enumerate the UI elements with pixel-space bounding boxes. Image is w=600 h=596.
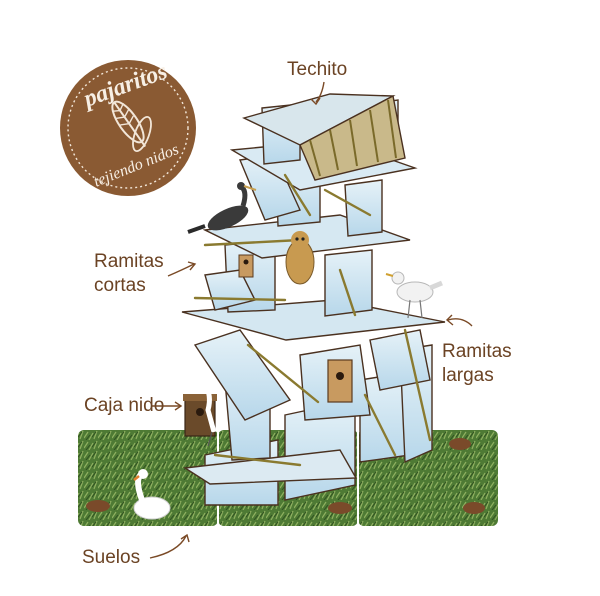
label-suelos: Suelos <box>82 547 141 568</box>
arrow-ramitas-largas <box>447 318 473 327</box>
arrow-ramitas-cortas <box>167 263 195 277</box>
arrow-techito <box>315 81 325 103</box>
egret-bird <box>385 271 443 319</box>
heron-bird <box>202 383 217 447</box>
label-ramitas-cortas: Ramitas cortas <box>94 251 164 296</box>
twigs <box>193 173 432 467</box>
owl-bird <box>285 231 315 285</box>
logo-badge: pajaritos tejiendo nidos <box>60 58 196 196</box>
feather-icon <box>111 100 147 148</box>
cormorant-bird <box>187 182 257 234</box>
leader-arrows <box>149 81 473 559</box>
ground-tile <box>78 430 218 526</box>
arrow-suelos <box>149 535 187 559</box>
roof <box>242 93 406 181</box>
label-techito: Techito <box>287 59 348 80</box>
label-caja-nido: Caja nido <box>84 395 165 416</box>
nest-box <box>183 254 353 437</box>
swan-bird <box>133 469 171 520</box>
label-ramitas-largas: Ramitas largas <box>442 341 512 386</box>
